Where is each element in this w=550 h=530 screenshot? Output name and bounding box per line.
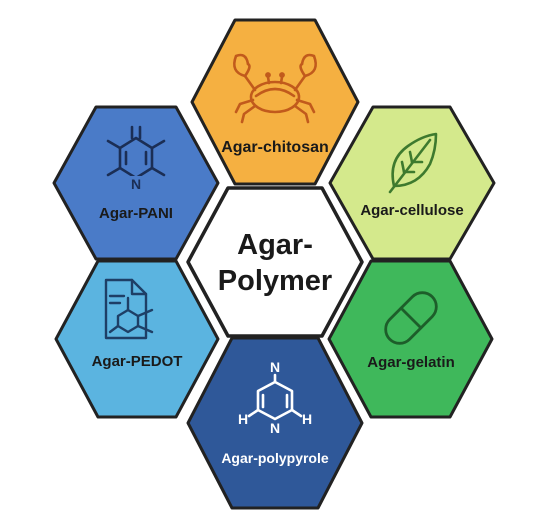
leaf-icon: [388, 132, 438, 194]
label-agar-pedot: Agar-PEDOT: [92, 353, 183, 370]
label-agar-polypyrole: Agar-polypyrole: [221, 450, 329, 466]
hexagon-agar-pani: N Agar-PANI: [52, 105, 220, 261]
hexagon-agar-pedot: Agar-PEDOT: [54, 259, 220, 419]
label-agar-cellulose: Agar-cellulose: [360, 202, 463, 219]
center-hexagon: Agar- Polymer: [186, 186, 364, 338]
hexagon-agar-gelatin: Agar-gelatin: [327, 259, 494, 419]
center-title-line2: Polymer: [218, 265, 332, 297]
atom-label-ring: N: [131, 176, 141, 192]
pyridine-molecule-icon: N N H H: [238, 359, 312, 436]
document-structure-icon: [104, 278, 154, 340]
atom-label-left: H: [238, 411, 248, 427]
crab-icon: [233, 53, 317, 124]
hexagon-agar-chitosan: Agar-chitosan: [190, 18, 360, 186]
center-title-line1: Agar-: [237, 229, 313, 261]
hexagon-agar-cellulose: Agar-cellulose: [328, 105, 496, 261]
atom-label-right: H: [302, 411, 312, 427]
pyridine-ring-icon: N: [106, 125, 166, 192]
hexagon-agar-polypyrole: N N H H Agar-polypyrole: [186, 336, 364, 510]
capsule-icon: [384, 291, 438, 345]
atom-label-top: N: [270, 359, 280, 375]
atom-label-middle: N: [270, 420, 280, 436]
label-agar-pani: Agar-PANI: [99, 205, 173, 222]
label-agar-gelatin: Agar-gelatin: [367, 354, 455, 371]
label-agar-chitosan: Agar-chitosan: [221, 139, 329, 156]
